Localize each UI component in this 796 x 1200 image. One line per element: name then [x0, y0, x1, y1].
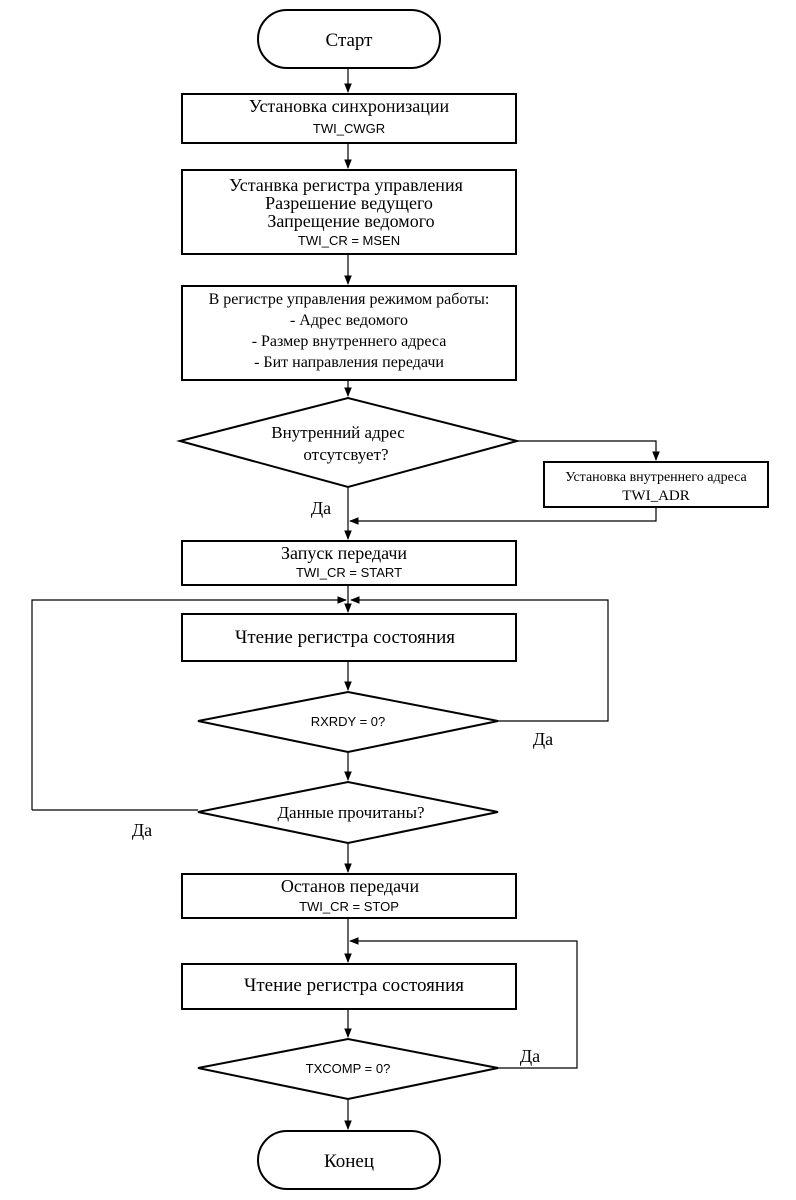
mode-slave-address: - Адрес ведомого [290, 312, 408, 329]
mode-address-size: - Размер внутреннего адреса [252, 333, 447, 350]
stop-transfer-register: TWI_CR = STOP [299, 899, 399, 914]
sync-title: Установка синхронизации [249, 96, 450, 116]
arrow-loop-rxrdy [350, 596, 609, 722]
start-transfer-shape [181, 540, 517, 586]
end-shape [257, 1130, 441, 1190]
arrow-set-addr-merge [349, 507, 657, 525]
control-title: Устанвка регистра управления [229, 175, 463, 195]
control-box: Устанвка регистра управления Разрешение … [181, 169, 517, 255]
start-text: Старт [326, 30, 374, 51]
connectors [31, 68, 660, 1130]
decision-txcomp-shape [197, 1037, 499, 1101]
stop-transfer-shape [181, 873, 517, 919]
end-terminal: Конец [257, 1130, 441, 1190]
yes-label-rxrdy: Да [533, 729, 553, 749]
read-status-box-2: Чтение регистра состояния [181, 963, 517, 1010]
decision-internal-address: Внутренний адрес отсутсвует? [176, 396, 521, 489]
decision-rxrdy: RXRDY = 0? [197, 690, 499, 754]
mode-box: В регистре управления режимом работы: - … [181, 285, 517, 381]
decision-rxrdy-text: RXRDY = 0? [311, 714, 386, 729]
decision-rxrdy-shape [197, 690, 499, 754]
decision-data-read-shape [197, 780, 499, 845]
control-register: TWI_CR = MSEN [298, 233, 400, 248]
control-shape [181, 169, 517, 255]
sync-register: TWI_CWGR [313, 121, 385, 136]
yes-label-data-read: Да [132, 820, 152, 840]
read-status-box-1: Чтение регистра состояния [181, 613, 517, 662]
read-status-shape-1 [181, 613, 517, 662]
read-status-text-1: Чтение регистра состояния [235, 627, 455, 648]
decision-address-line2: отсутсвует? [303, 445, 388, 464]
decision-address-shape [176, 396, 521, 489]
start-transfer-register: TWI_CR = START [296, 565, 402, 580]
decision-txcomp: TXCOMP = 0? [197, 1037, 499, 1101]
decision-data-read-text: Данные прочитаны? [277, 803, 424, 822]
set-address-box: Установка внутреннего адреса TWI_ADR [543, 461, 769, 508]
mode-shape [181, 285, 517, 381]
control-master: Разрешение ведущего [265, 193, 433, 213]
decision-address-line1: Внутренний адрес [271, 423, 405, 442]
start-shape [257, 9, 441, 69]
arrow-loop-data-not-done [31, 596, 347, 810]
arrow-loop-txcomp [349, 937, 578, 1069]
start-transfer-title: Запуск передачи [281, 543, 407, 563]
mode-title: В регистре управления режимом работы: [209, 291, 490, 308]
end-text: Конец [324, 1151, 374, 1172]
start-terminal: Старт [257, 9, 441, 69]
read-status-shape-2 [181, 963, 517, 1010]
stop-transfer-box: Останов передачи TWI_CR = STOP [181, 873, 517, 919]
decision-data-read: Данные прочитаны? [197, 780, 499, 845]
yes-label-address: Да [311, 498, 331, 518]
sync-box: Установка синхронизации TWI_CWGR [181, 93, 517, 144]
mode-direction-bit: - Бит направления передачи [254, 354, 444, 371]
yes-label-txcomp: Да [520, 1046, 540, 1066]
set-address-register: TWI_ADR [622, 488, 690, 504]
sync-shape [181, 93, 517, 144]
start-transfer-box: Запуск передачи TWI_CR = START [181, 540, 517, 586]
set-address-shape [543, 461, 769, 508]
read-status-text-2: Чтение регистра состояния [244, 975, 464, 996]
stop-transfer-title: Останов передачи [281, 876, 420, 896]
set-address-title: Установка внутреннего адреса [565, 470, 747, 485]
control-slave: Запрещение ведомого [267, 211, 434, 231]
decision-txcomp-text: TXCOMP = 0? [306, 1061, 391, 1076]
arrow-decision-to-set-addr [517, 440, 660, 461]
